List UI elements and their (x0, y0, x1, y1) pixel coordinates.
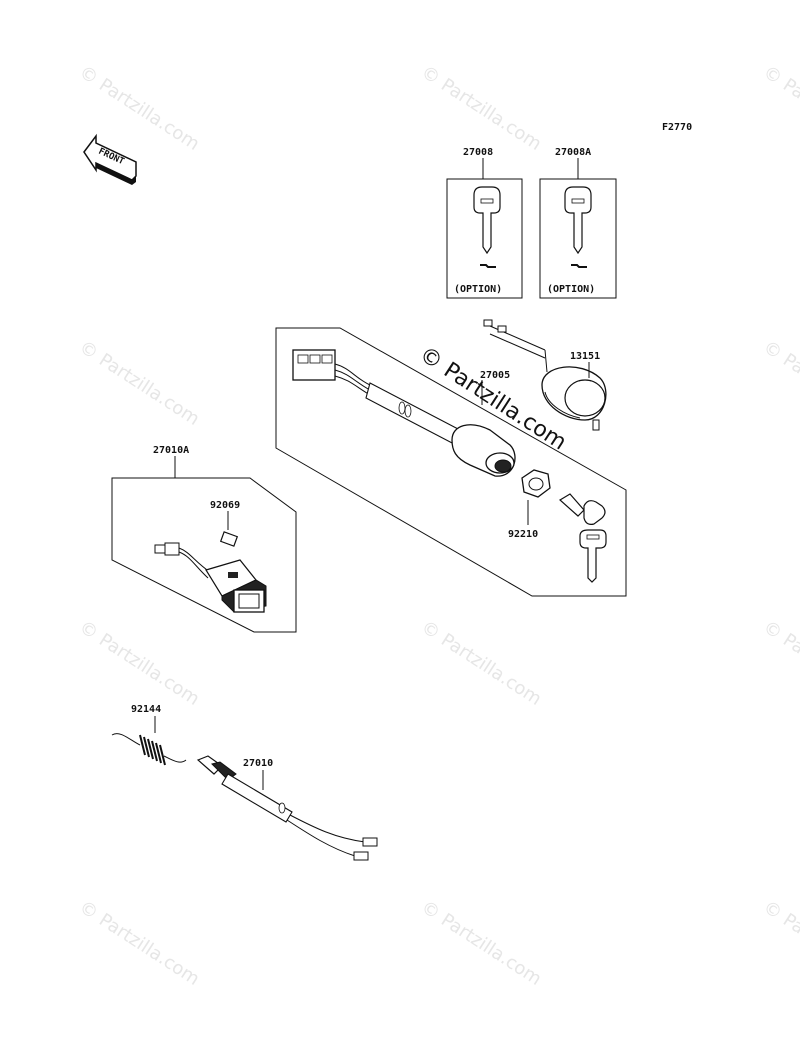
watermark-tile-4: © Partzilla.com (75, 337, 203, 430)
watermark-tiles: © Partzilla.com © Partzilla.com © Partzi… (75, 62, 800, 990)
front-arrow-icon: FRONT (83, 133, 137, 185)
option-label-1: (OPTION) (454, 284, 502, 295)
figure-code: F2770 (662, 122, 692, 133)
watermark-tile-6: © Partzilla.com (75, 617, 203, 710)
switch-group-frame (111, 477, 297, 633)
callout-13151: 13151 (570, 351, 600, 362)
option-label-2: (OPTION) (547, 284, 595, 295)
callout-27010: 27010 (243, 758, 273, 769)
watermark-tile-8: © Partzilla.com (759, 617, 800, 710)
watermark-tile-9: © Partzilla.com (75, 897, 203, 990)
lock-cylinder-13151 (483, 319, 607, 431)
stop-switch-27010 (196, 755, 378, 861)
ignition-switch-27005 (292, 349, 516, 477)
callout-27005: 27005 (480, 370, 510, 381)
spring-92144 (111, 733, 187, 766)
nut-92210 (521, 469, 551, 525)
callout-27008: 27008 (463, 147, 493, 158)
callout-92144: 92144 (131, 704, 161, 715)
watermark-tile-10: © Partzilla.com (417, 897, 545, 990)
switch-assembly-27010a (154, 542, 267, 613)
ignition-keys (558, 493, 607, 583)
watermark-tile-5: © Partzilla.com (759, 337, 800, 430)
watermark-tile-11: © Partzilla.com (759, 897, 800, 990)
callout-27010a: 27010A (153, 445, 189, 456)
option-box-1 (446, 178, 523, 299)
watermark-tile-3: © Partzilla.com (759, 62, 800, 155)
switch-clip-92069 (219, 531, 239, 547)
watermark-tile-2: © Partzilla.com (417, 62, 545, 155)
option-box-2 (539, 178, 617, 299)
key-blank-27008: 27008 (OPTION) (446, 147, 523, 299)
key-blank-27008a: 27008A (OPTION) (539, 147, 617, 299)
ignition-group-frame (275, 327, 627, 597)
watermark-tile-7: © Partzilla.com (417, 617, 545, 710)
callout-27008a: 27008A (555, 147, 591, 158)
callout-92069: 92069 (210, 500, 240, 511)
callout-92210: 92210 (508, 529, 538, 540)
